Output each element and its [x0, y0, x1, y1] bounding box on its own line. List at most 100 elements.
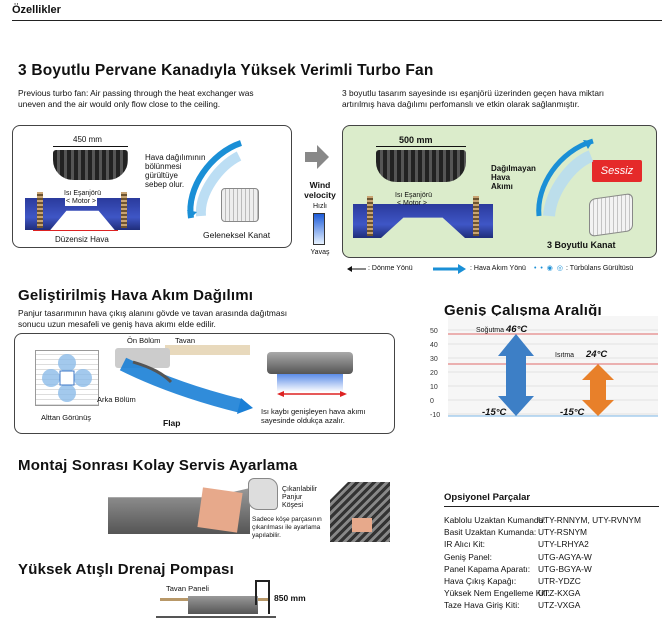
bottom-view-airflow-icon [42, 354, 92, 402]
drain-pipe-icon [255, 580, 270, 605]
option-value: UTY-LRHYA2 [538, 539, 589, 550]
airflow-title: Geliştirilmiş Hava Akım Dağılımı [18, 287, 254, 304]
new-indoor-unit [353, 204, 493, 238]
heating-min-value: -15°C [560, 407, 585, 418]
slow-label: Yavaş [310, 249, 330, 256]
3d-blade-icon [589, 192, 633, 238]
wind-label: Wind [309, 180, 331, 190]
wind-velocity-bar [313, 213, 325, 245]
option-label: IR Alıcı Kit: [444, 539, 485, 550]
unit-outlet [267, 352, 353, 374]
drain-unit [188, 596, 258, 614]
option-value: UTZ-KXGA [538, 588, 581, 599]
cooling-label: Soğutma [476, 327, 505, 334]
option-label: Basit Uzaktan Kumanda: [444, 527, 537, 538]
options-list: Kablolu Uzaktan Kumanda:UTY-RNNYM, UTY-R… [444, 515, 659, 613]
options-title: Opsiyonel Parçalar [444, 492, 531, 503]
drain-floor-line [156, 616, 276, 618]
turbo-right-text-2: artırılmış hava dağılımı perfomanslı ve … [342, 99, 580, 109]
range-tick-label: 40 [430, 342, 438, 349]
option-value: UTG-AGYA-W [538, 551, 592, 562]
bottom-view-label: Alttan Görünüş [41, 413, 92, 422]
option-row: Kablolu Uzaktan Kumanda:UTY-RNNYM, UTY-R… [444, 515, 659, 527]
new-note-3: Akımı [491, 182, 513, 191]
old-motor-label: < Motor > [65, 198, 97, 206]
conventional-blade-icon [221, 188, 259, 222]
outlet-airflow [277, 374, 343, 392]
range-tick-label: 50 [430, 328, 438, 335]
airflow-text-1: Panjur tasarımının hava çıkış alanını gö… [18, 308, 288, 318]
front-label: Ön Bölüm [127, 336, 161, 345]
airflow-panel: Alttan Görünüş Ön Bölüm Tavan Arka Bölüm… [14, 333, 395, 434]
ceiling-panel-label: Tavan Paneli [166, 584, 209, 593]
option-label: Geniş Panel: [444, 551, 492, 562]
legend-turbulence: : Türbülans Gürültüsü [566, 265, 634, 272]
new-motor-label: < Motor > [397, 200, 427, 207]
cooling-max-value: 46°C [506, 324, 528, 335]
option-label: Kablolu Uzaktan Kumanda: [444, 515, 546, 525]
removable-corner-highlight [197, 487, 243, 533]
old-fan-dimension: 450 mm [73, 135, 102, 144]
option-value: UTG-BGYA-W [538, 563, 592, 574]
option-value: UTR-YDZC [538, 575, 581, 586]
option-row: Yüksek Nem Engelleme Kiti:UTZ-KXGA [444, 588, 659, 600]
service-note-2: çıkarılması ile ayarlama [252, 524, 321, 531]
spread-arrow-icon [277, 391, 347, 397]
cooling-range-arrow [498, 334, 534, 416]
turbo-fan-title: 3 Boyutlu Pervane Kanadıyla Yüksek Verim… [18, 62, 434, 79]
legend-rotation: : Dönme Yönü [368, 265, 413, 272]
conventional-blade-label: Geleneksel Kanat [203, 230, 271, 240]
new-heat-exchanger-right [473, 196, 479, 236]
service-note-1: Sadece köşe parçasının [252, 516, 322, 523]
range-tick-label: 30 [430, 356, 438, 363]
rotation-arrow-icon [347, 266, 366, 272]
heating-max-value: 24°C [586, 349, 608, 360]
option-label: Yüksek Nem Engelleme Kiti: [444, 588, 550, 599]
removable-label-2: Panjur [282, 494, 303, 501]
velocity-label: velocity [304, 190, 336, 200]
corner-detail-highlight [352, 518, 372, 532]
new-turbo-fan [376, 150, 466, 182]
old-blade-airflow-icon [187, 140, 243, 219]
header-divider [12, 20, 662, 21]
new-heat-exchanger-left [367, 196, 373, 236]
old-note-1: Hava dağılımının [145, 153, 206, 162]
option-value: UTY-RNNYM, UTY-RVNYM [538, 515, 641, 525]
silent-badge: Sessiz [592, 160, 642, 182]
airflow-text-2: sonucu uzun mesafeli ve geniş hava akımı… [18, 319, 216, 329]
corner-detail [330, 482, 390, 542]
range-tick-label: -10 [430, 412, 440, 419]
turbo-left-text-1: Previous turbo fan: Air passing through … [18, 88, 254, 98]
drain-height: 850 mm [274, 593, 306, 603]
service-note-3: yapılabilir. [252, 532, 281, 539]
uneven-air-label: Düzensiz Hava [55, 235, 109, 244]
new-hex-label: Isı Eşanjörü [395, 192, 432, 199]
range-background [448, 316, 658, 416]
turbo-left-text-2: uneven and the air would only flow close… [18, 99, 221, 109]
new-note-2: Hava [491, 173, 511, 182]
flap-label: Flap [163, 418, 181, 428]
right-arrow-icon [305, 145, 329, 169]
flap-airflow-icon [119, 357, 253, 414]
heat-loss-text-1: Isı kaybı genişleyen hava akımı [261, 407, 366, 416]
range-tick-label: 0 [430, 398, 434, 405]
range-tick-label: 10 [430, 384, 438, 391]
ceiling-label: Tavan [175, 336, 196, 345]
range-title: Geniş Çalışma Aralığı [444, 302, 602, 319]
ceiling-strip [165, 345, 250, 355]
old-hex-label: Isı Eşanjörü [63, 190, 102, 198]
removable-label-3: Köşesi [282, 502, 304, 509]
old-dim-line [53, 146, 128, 147]
turbo-right-text-1: 3 boyutlu tasarım sayesinde ısı eşanjörü… [342, 88, 605, 98]
option-row: Geniş Panel: UTG-AGYA-W [444, 552, 659, 564]
option-row: Panel Kapama Aparatı:UTG-BGYA-W [444, 564, 659, 576]
height-dim-line [268, 582, 270, 614]
heat-loss-text-2: sayesinde oldukça azalır. [261, 416, 345, 425]
option-value: UTZ-VXGA [538, 600, 581, 611]
option-value: UTY-RSNYM [538, 527, 588, 538]
3d-fan-panel: 500 mm Dağılmayan Hava Akımı Sessiz Isı … [342, 125, 657, 258]
old-heat-exchanger-left [37, 192, 43, 228]
new-note-1: Dağılmayan [491, 164, 536, 173]
heating-range-arrow [582, 364, 614, 416]
